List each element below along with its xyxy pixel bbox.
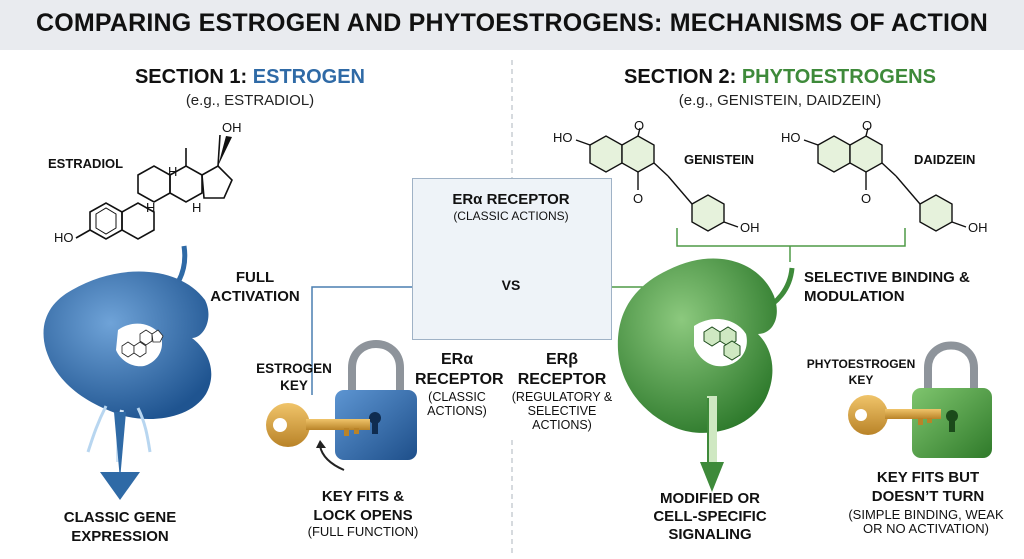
estradiol-ho: HO: [54, 230, 74, 245]
key-fits-lock-opens: KEY FITS &LOCK OPENS (FULL FUNCTION): [307, 488, 419, 539]
estradiol-h3: H: [192, 200, 202, 215]
estradiol-oh: OH: [222, 120, 242, 135]
estradiol-h1: H: [168, 164, 178, 179]
section2-example: (e.g., GENISTEIN, DAIDZEIN): [678, 92, 882, 109]
daidzein-oh: OH: [968, 220, 988, 235]
genistein-oh: OH: [740, 220, 760, 235]
selective-binding-label: SELECTIVE BINDING &MODULATION: [804, 269, 970, 305]
section2-title: SECTION 2: PHYTOESTROGENS: [624, 66, 936, 88]
genistein-ring-o: O: [634, 118, 645, 133]
daidzein-ring-o: O: [862, 118, 873, 133]
genistein-keto-o: O: [633, 191, 644, 206]
estradiol-h2: H: [146, 200, 156, 215]
daidzein-keto-o: O: [861, 191, 872, 206]
genistein-label: GENISTEIN: [684, 152, 755, 167]
er-alpha-box: [412, 178, 612, 340]
er-alpha-box-sub: (CLASSIC ACTIONS): [453, 209, 569, 223]
vs-label: VS: [501, 277, 521, 293]
genistein-ho: HO: [553, 130, 573, 145]
section1-example: (e.g., ESTRADIOL): [185, 92, 315, 109]
page-title: COMPARING ESTROGEN AND PHYTOESTROGENS: M…: [35, 9, 989, 37]
daidzein-ho: HO: [781, 130, 801, 145]
section1-title: SECTION 1: ESTROGEN: [134, 66, 366, 88]
title-bar: [0, 0, 1024, 50]
daidzein-label: DAIDZEIN: [914, 152, 976, 167]
er-alpha-box-title: ERα RECEPTOR: [452, 191, 570, 208]
estradiol-label: ESTRADIOL: [48, 156, 124, 171]
